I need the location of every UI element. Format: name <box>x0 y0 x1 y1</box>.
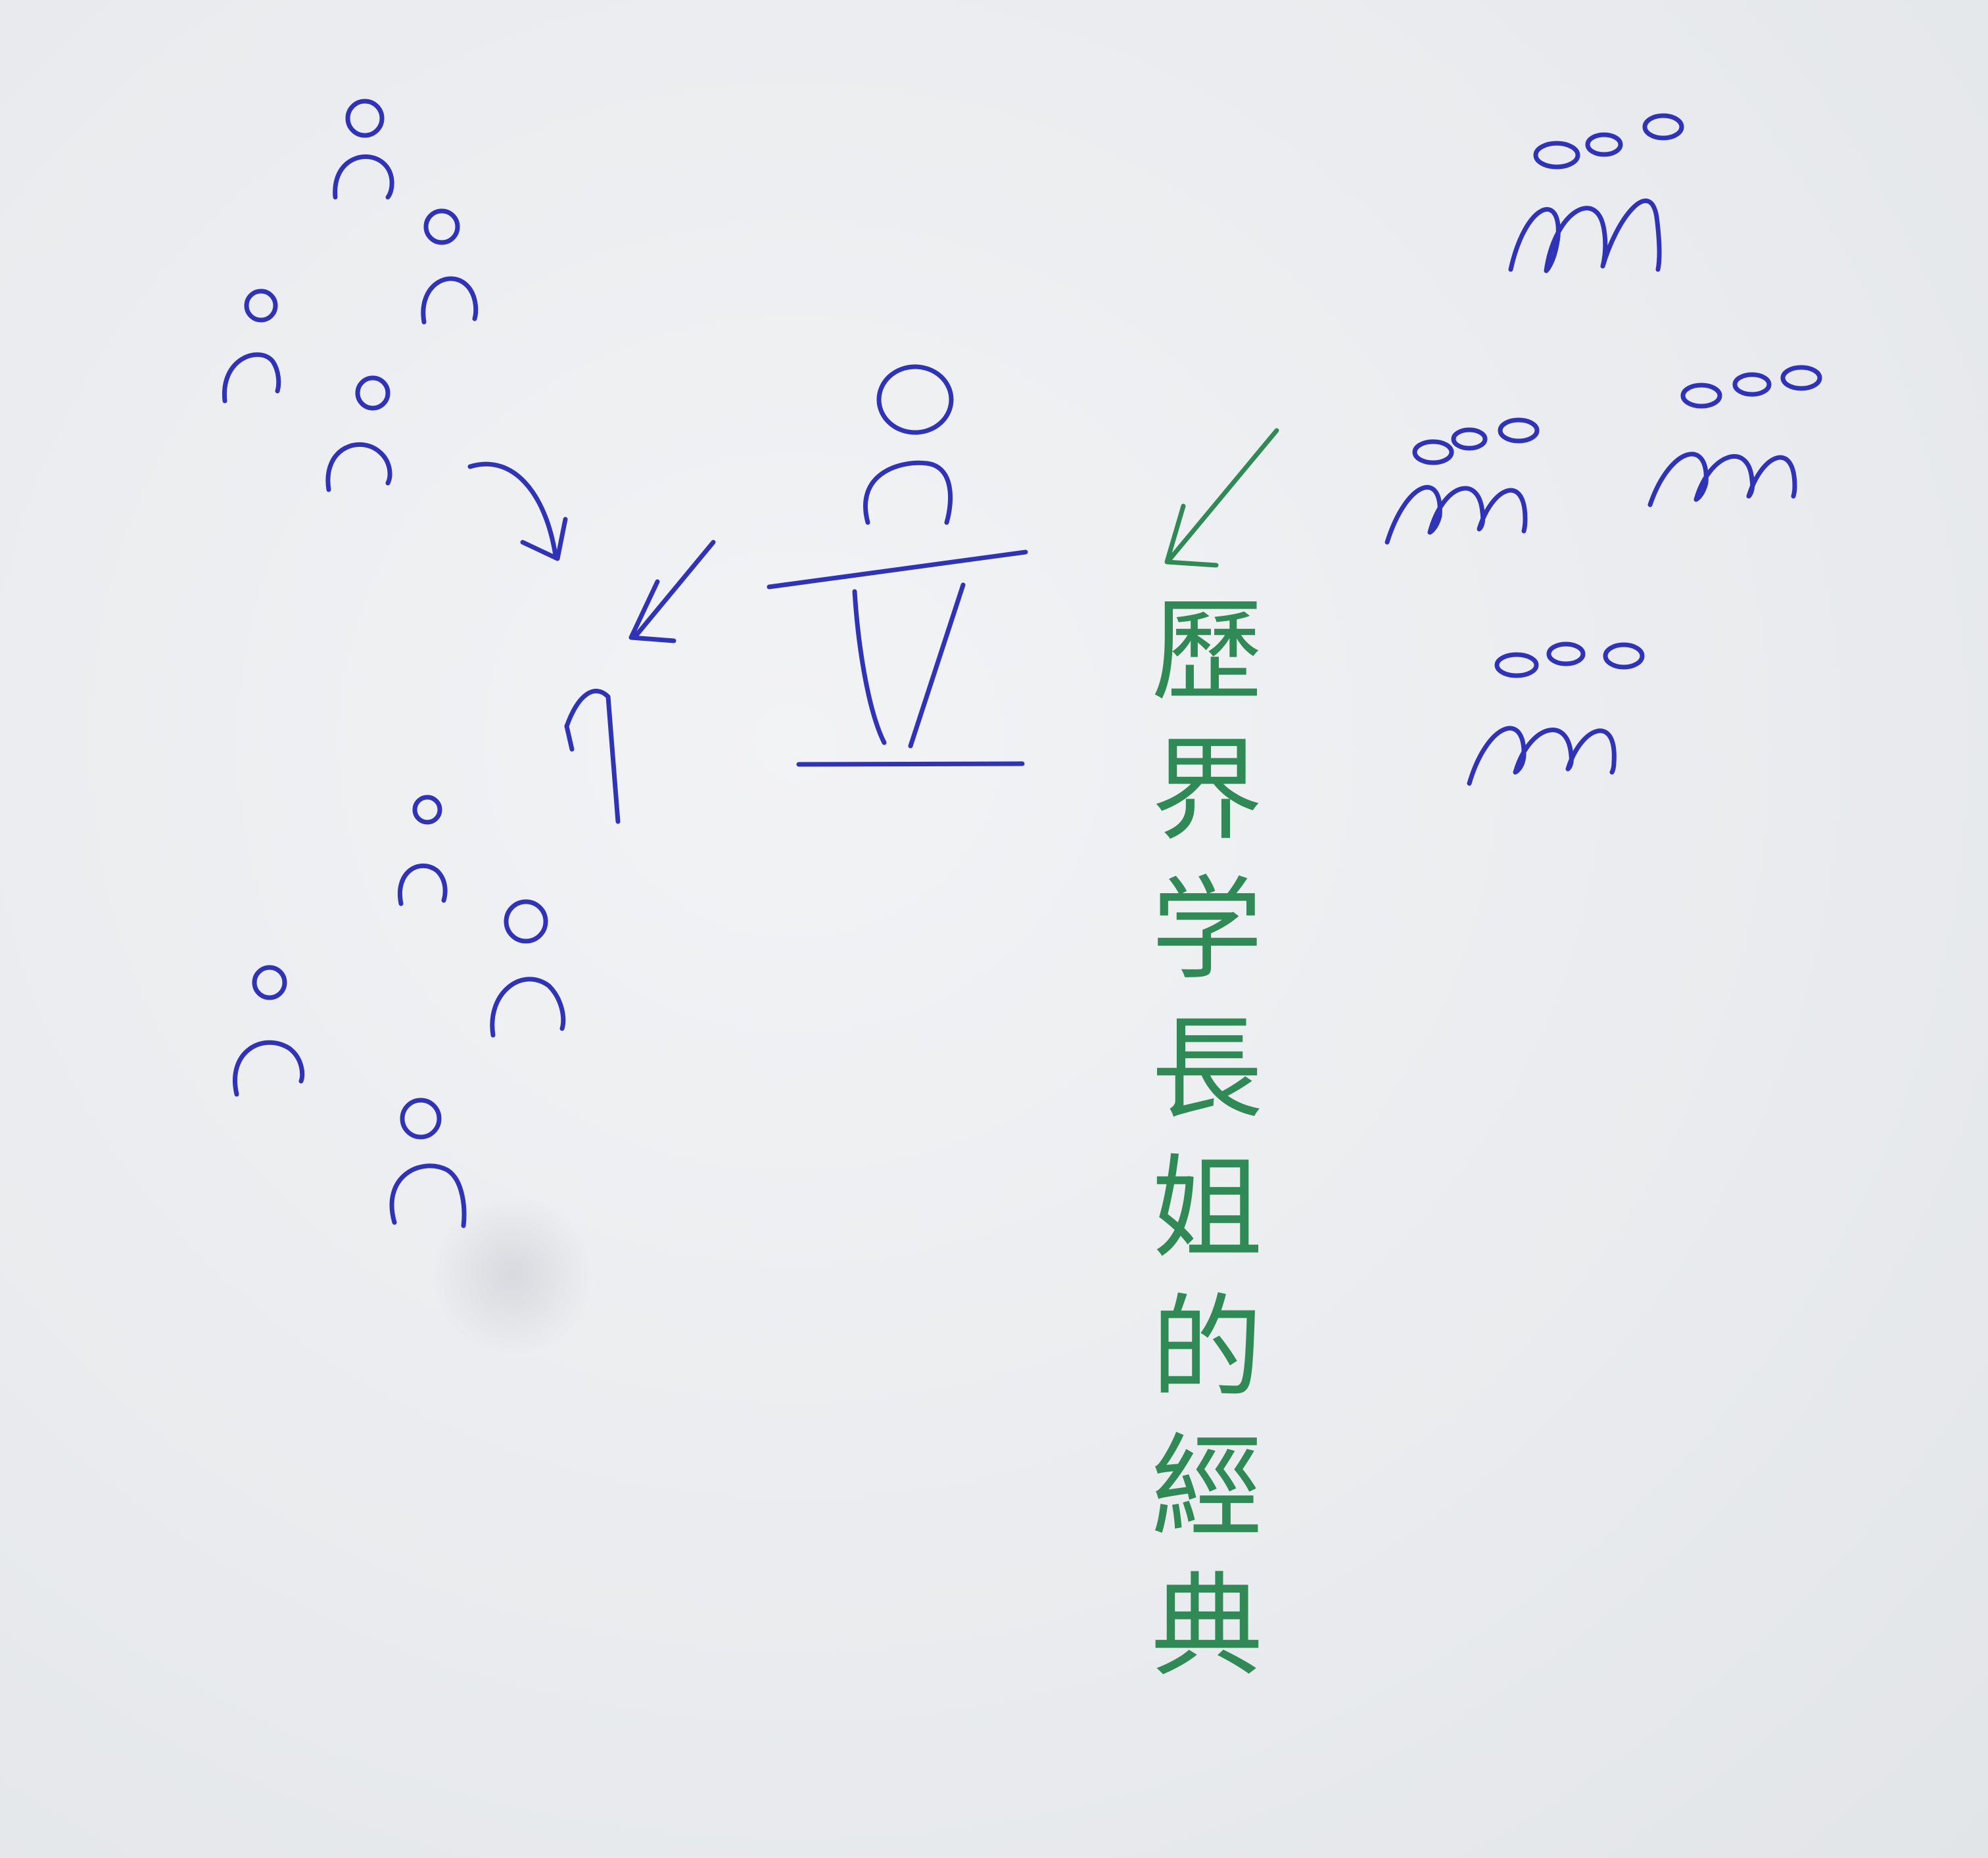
student-cluster-top <box>222 99 479 492</box>
caption-container: 歷界学長姐的經典 <box>1118 592 1275 1709</box>
student-cluster-bottom <box>233 795 566 1228</box>
audience-group-icon <box>1384 417 1540 545</box>
student-icon <box>421 208 479 325</box>
arrow-icon <box>1164 428 1279 568</box>
caption-text: 歷界学長姐的經典 <box>1131 592 1262 1706</box>
student-icon <box>398 795 448 906</box>
audience-group-icon <box>1647 365 1822 507</box>
arrow-curved-to-front <box>467 461 568 561</box>
audience-group-icon <box>1467 641 1645 786</box>
student-icon <box>490 899 566 1038</box>
pointer-icon <box>564 688 621 824</box>
student-icon <box>325 375 392 492</box>
podium-icon <box>767 549 1028 767</box>
student-icon <box>222 289 281 404</box>
board-smudge <box>427 1196 598 1354</box>
student-icon <box>233 965 305 1097</box>
arrow-from-speaker-to-students <box>628 540 716 643</box>
student-icon <box>389 1098 467 1228</box>
speaker-icon <box>863 364 954 525</box>
audience-group-icon <box>1508 113 1684 273</box>
student-icon <box>333 99 394 200</box>
